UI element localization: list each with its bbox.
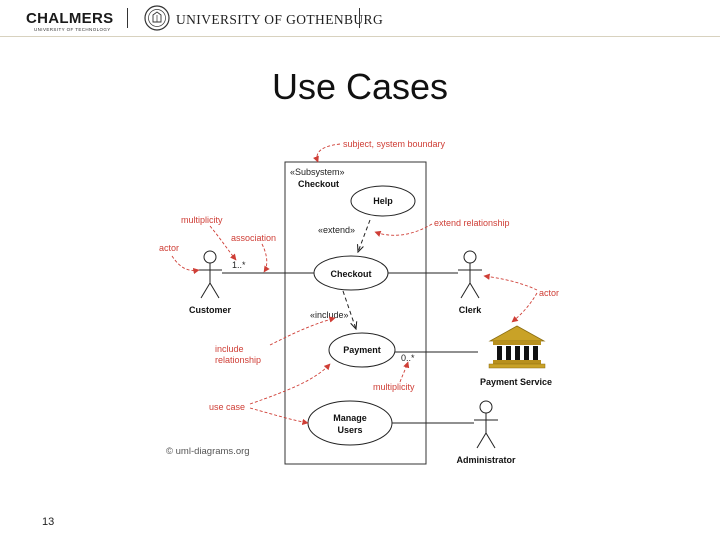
use-case-manage-label-2: Users bbox=[337, 425, 362, 435]
customer-multiplicity: 1..* bbox=[232, 260, 246, 270]
use-case-payment-label: Payment bbox=[343, 345, 381, 355]
payment-multiplicity: 0..* bbox=[401, 353, 415, 363]
payment-service-building-icon bbox=[488, 325, 546, 369]
clerk-actor-icon bbox=[458, 250, 482, 299]
annotation-association-arrow bbox=[261, 243, 270, 273]
payment-service-label: Payment Service bbox=[480, 377, 552, 387]
annotation-use-case-arrow-2 bbox=[249, 407, 309, 426]
chalmers-logo: CHALMERS bbox=[26, 10, 114, 27]
annotation-multiplicity-top-arrow bbox=[209, 225, 237, 261]
system-boundary bbox=[284, 161, 427, 465]
university-seal-icon bbox=[144, 5, 170, 31]
extend-relationship-line bbox=[358, 219, 371, 252]
page-number: 13 bbox=[42, 516, 55, 528]
annotation-use-case: use case bbox=[209, 402, 245, 412]
annotation-use-case-arrow-1 bbox=[249, 363, 331, 405]
include-label: «include» bbox=[310, 310, 349, 320]
annotation-subject: subject, system boundary bbox=[343, 139, 446, 149]
use-case-manage-label-1: Manage bbox=[333, 413, 367, 423]
customer-actor-icon bbox=[198, 250, 222, 299]
annotation-actor-right-arrow-2 bbox=[483, 273, 538, 291]
use-case-help bbox=[350, 185, 416, 217]
annotation-actor-right-arrow-1 bbox=[511, 292, 538, 323]
annotation-actor-left: actor bbox=[159, 243, 179, 253]
chalmers-logo-subtitle: UNIVERSITY OF TECHNOLOGY bbox=[34, 27, 111, 32]
annotation-include-arrow bbox=[269, 316, 336, 346]
annotation-include-1: include bbox=[215, 344, 244, 354]
slide-title: Use Cases bbox=[271, 66, 449, 107]
gothenburg-logo: UNIVERSITY OF GOTHENBURG bbox=[176, 12, 384, 27]
annotation-extend-arrow bbox=[374, 223, 433, 237]
clerk-label: Clerk bbox=[459, 305, 483, 315]
annotation-multiplicity-bottom-arrow bbox=[399, 361, 410, 383]
subsystem-name: Checkout bbox=[298, 179, 339, 189]
administrator-label: Administrator bbox=[456, 455, 516, 465]
annotation-multiplicity-top: multiplicity bbox=[181, 215, 223, 225]
extend-label: «extend» bbox=[318, 225, 355, 235]
annotation-association: association bbox=[231, 233, 276, 243]
annotation-multiplicity-bottom: multiplicity bbox=[373, 382, 415, 392]
use-case-checkout-label: Checkout bbox=[330, 269, 371, 279]
slide-header: CHALMERS UNIVERSITY OF TECHNOLOGY UNIVER… bbox=[0, 0, 720, 37]
customer-label: Customer bbox=[189, 305, 232, 315]
use-case-payment bbox=[328, 332, 396, 368]
use-case-help-label: Help bbox=[373, 196, 393, 206]
use-case-manage-users bbox=[307, 400, 393, 446]
copyright-note: © uml-diagrams.org bbox=[166, 446, 250, 457]
annotation-extend-relationship: extend relationship bbox=[434, 218, 510, 228]
subsystem-stereotype: «Subsystem» bbox=[290, 167, 345, 177]
annotation-actor-right: actor bbox=[539, 288, 559, 298]
administrator-actor-icon bbox=[474, 400, 498, 449]
logo-divider bbox=[359, 8, 360, 28]
annotation-subject-arrow bbox=[312, 143, 341, 163]
logo-divider bbox=[127, 8, 128, 28]
annotation-include-2: relationship bbox=[215, 355, 261, 365]
annotation-actor-left-arrow bbox=[171, 255, 200, 275]
